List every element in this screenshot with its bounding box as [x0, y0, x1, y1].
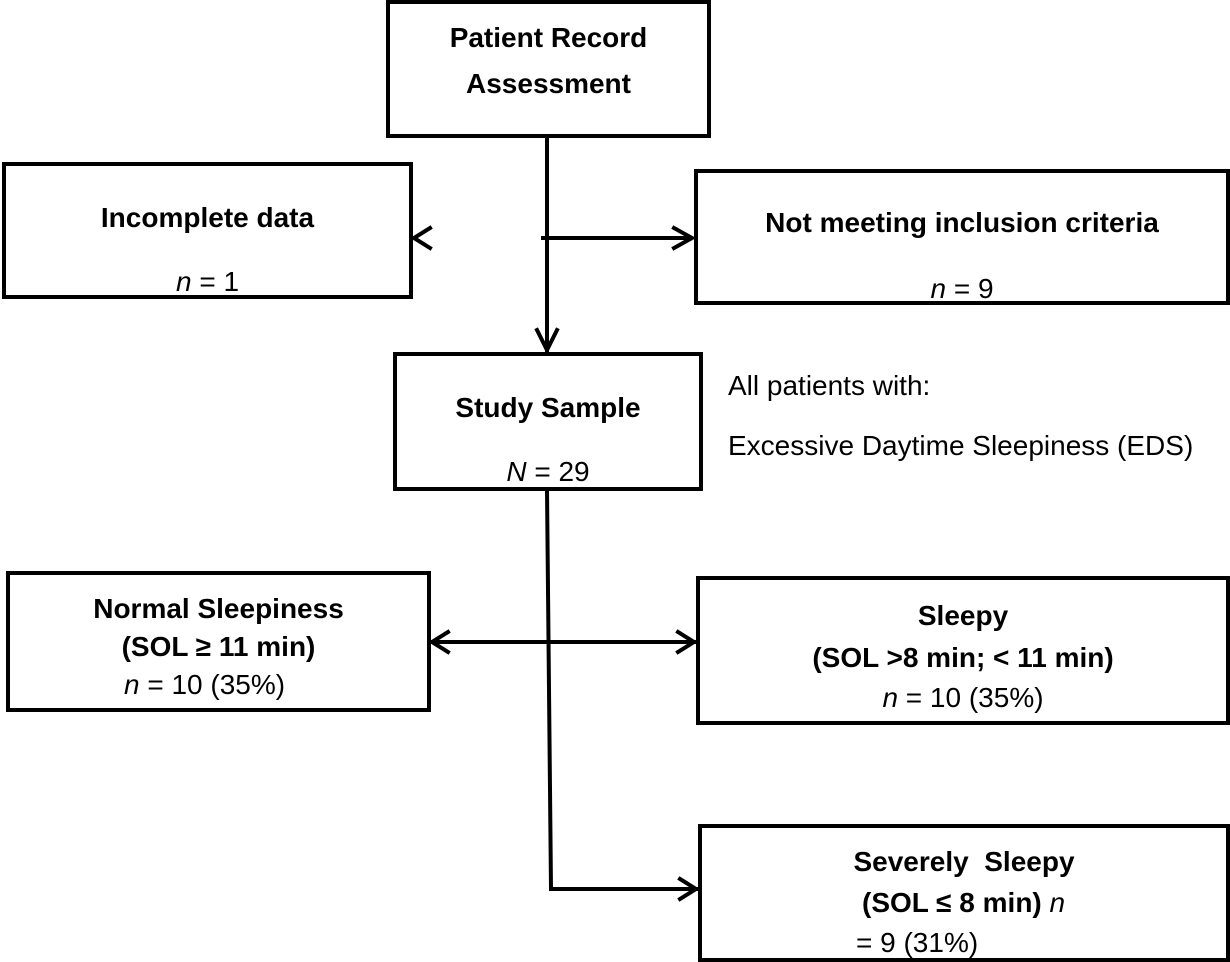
patient-record-title-line1: Patient Record [449, 22, 648, 53]
count-symbol: N [506, 456, 527, 487]
count-value: = 9 [946, 273, 994, 304]
count-symbol: n [175, 266, 192, 297]
arrowhead-normal [428, 629, 451, 655]
count-symbol: n [882, 682, 899, 713]
count-value: = 10 (35%) [898, 682, 1044, 713]
note-line1: All patients with: [728, 370, 931, 401]
count-value: = 10 (35%) [139, 669, 286, 700]
normal-sleepiness-criteria: (SOL ≥ 11 min) [121, 631, 316, 662]
study-sample-title: Study Sample [455, 392, 641, 423]
arrowhead-sleepy [675, 629, 698, 655]
arrowhead-severe [677, 876, 700, 902]
count-symbol: n [1049, 887, 1066, 918]
arrowhead-not-meeting [671, 225, 697, 251]
not-meeting-title: Not meeting inclusion criteria [765, 207, 1159, 238]
incomplete-data-count: n = 1 [6, 268, 409, 296]
arrowhead-study-sample [534, 327, 560, 355]
incomplete-data-title: Incomplete data [100, 202, 315, 233]
sleepy-count: n = 10 (35%) [700, 684, 1226, 712]
count-symbol: n [930, 273, 947, 304]
study-sample-count: N = 29 [397, 458, 699, 486]
arrowhead-incomplete [410, 225, 433, 251]
not-meeting-box: Not meeting inclusion criteria n = 9 [694, 169, 1230, 305]
normal-sleepiness-count: n = 10 (35%) [124, 671, 285, 699]
normal-sleepiness-title: Normal Sleepiness [93, 593, 344, 624]
patient-record-title-line2: Assessment [466, 68, 631, 99]
normal-sleepiness-box: Normal Sleepiness (SOL ≥ 11 min) n = 10 … [6, 571, 431, 712]
trunk-line-bottom [544, 487, 554, 892]
sleepy-box: Sleepy (SOL >8 min; < 11 min) n = 10 (35… [696, 576, 1230, 725]
severely-sleepy-count: = 9 (31%) [856, 927, 979, 958]
sleepy-criteria: (SOL >8 min; < 11 min) [812, 642, 1114, 673]
note-line2: Excessive Daytime Sleepiness (EDS) [728, 430, 1194, 461]
severely-sleepy-criteria-line: (SOL ≤ 8 min) n [862, 889, 1065, 917]
severely-sleepy-box: Severely Sleepy (SOL ≤ 8 min) n = 9 (31%… [698, 824, 1230, 962]
study-sample-box: Study Sample N = 29 [393, 352, 703, 491]
severely-sleepy-criteria: (SOL ≤ 8 min) [862, 887, 1042, 918]
count-symbol: n [124, 669, 140, 700]
not-meeting-count: n = 9 [698, 275, 1226, 303]
count-value: = 1 [191, 266, 240, 297]
count-value: = 29 [526, 456, 590, 487]
sleepy-title: Sleepy [917, 600, 1009, 631]
patient-record-box: Patient Record Assessment [386, 0, 711, 138]
incomplete-data-box: Incomplete data n = 1 [2, 162, 413, 299]
severely-sleepy-title: Severely Sleepy [853, 846, 1075, 877]
